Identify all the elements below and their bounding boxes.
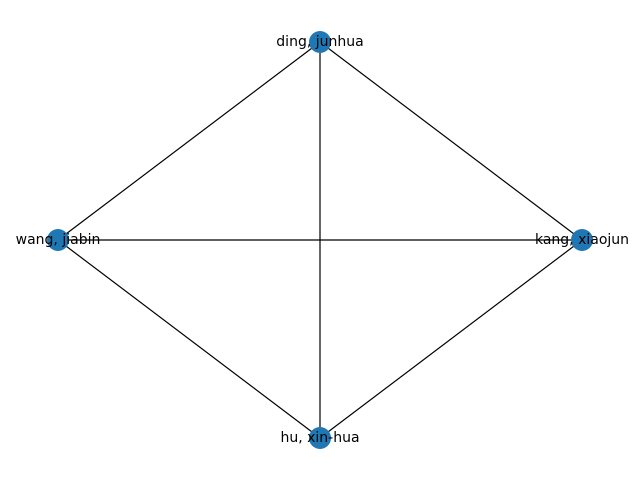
labels-layer: ding, junhua kang, xiaojun hu, xin-hua wang… [16,34,629,446]
node-kang [571,229,593,251]
edge-ding-kang [319,41,583,241]
node-label-wang: wang, jiabin [16,232,101,248]
node-wang [47,229,69,251]
nodes-layer [47,31,593,449]
node-ding [309,31,331,53]
edge-wang-hu [57,239,321,439]
node-label-kang: kang, xiaojun [535,232,629,248]
edge-kang-hu [319,239,583,439]
node-hu [309,427,331,449]
edges-layer [57,41,583,439]
node-label-hu: hu, xin-hua [280,430,359,446]
node-label-ding: ding, junhua [276,34,363,50]
edge-ding-wang [57,41,321,241]
